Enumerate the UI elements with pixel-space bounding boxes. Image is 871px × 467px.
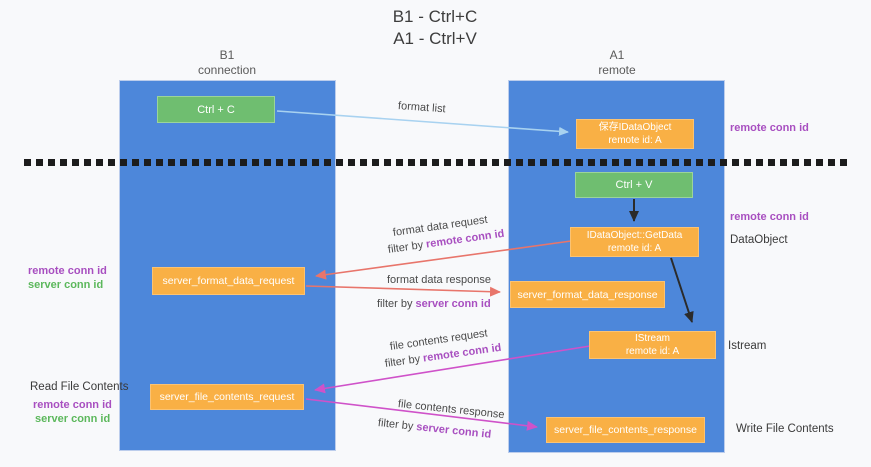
side-label-read-file-contents: Read File Contents — [30, 381, 129, 393]
side-label-dataobject: DataObject — [730, 234, 788, 246]
node-istream-line1: IStream — [634, 333, 670, 344]
node-getdata-line1: IDataObject::GetData — [586, 230, 683, 241]
node-file-request: server_file_contents_request — [150, 384, 304, 410]
column-b1-name: B1 — [219, 48, 235, 62]
side-label-left-server-conn-id-2: server conn id — [35, 413, 111, 425]
edge-label-format-data-response: format data response — [387, 274, 491, 286]
node-file-request-label: server_file_contents_request — [159, 391, 295, 403]
node-format-response: server_format_data_response — [510, 281, 665, 308]
edge-label-format-list: format list — [397, 100, 446, 116]
node-getdata-line2: remote id: A — [607, 243, 662, 254]
node-saved-idataobject: 保存IDataObject remote id: A — [576, 119, 694, 149]
node-saved-idataobject-line1: 保存IDataObject — [598, 122, 672, 133]
side-label-write-file-contents: Write File Contents — [736, 423, 834, 435]
filter-by-text: filter by — [377, 298, 416, 310]
column-a1-name: A1 — [609, 48, 625, 62]
node-istream: IStream remote id: A — [589, 331, 716, 359]
side-label-istream: Istream — [728, 340, 767, 352]
node-istream-line2: remote id: A — [625, 346, 680, 357]
node-ctrl-v: Ctrl + V — [575, 172, 693, 198]
edge-label-filter-server-1: filter by server conn id — [377, 298, 491, 310]
node-ctrl-v-label: Ctrl + V — [615, 179, 653, 191]
filter-by-text: filter by — [384, 352, 424, 370]
edge-label-file-contents-response: file contents response — [397, 398, 506, 422]
node-getdata: IDataObject::GetData remote id: A — [570, 227, 699, 257]
node-file-response: server_file_contents_response — [546, 417, 705, 443]
column-header-b1: B1 connection — [157, 48, 297, 78]
diagram-title: B1 - Ctrl+C A1 - Ctrl+V — [300, 6, 570, 50]
node-format-response-label: server_format_data_response — [517, 288, 658, 301]
title-line-2: A1 - Ctrl+V — [393, 29, 477, 48]
side-label-left-remote-conn-id-2: remote conn id — [33, 399, 112, 411]
node-file-response-label: server_file_contents_response — [553, 424, 697, 436]
node-ctrl-c-label: Ctrl + C — [197, 103, 235, 116]
column-a1-sub: remote — [598, 63, 636, 77]
side-label-left-remote-conn-id-1: remote conn id — [28, 265, 107, 277]
title-line-1: B1 - Ctrl+C — [392, 7, 478, 26]
server-conn-id-text: server conn id — [415, 421, 492, 441]
filter-by-text: filter by — [377, 417, 417, 433]
side-label-remote-conn-id-mid: remote conn id — [730, 211, 809, 223]
server-conn-id-text: server conn id — [415, 298, 491, 310]
node-saved-idataobject-line2: remote id: A — [608, 135, 662, 146]
side-label-left-server-conn-id-1: server conn id — [28, 279, 104, 291]
node-format-request-label: server_format_data_request — [162, 275, 295, 287]
filter-by-text: filter by — [387, 238, 427, 256]
column-header-a1: A1 remote — [547, 48, 687, 78]
node-ctrl-c: Ctrl + C — [157, 96, 275, 123]
edge-label-filter-server-2: filter by server conn id — [377, 417, 491, 441]
node-format-request: server_format_data_request — [152, 267, 305, 295]
column-b1-sub: connection — [197, 63, 257, 77]
clipboard-divider-line — [24, 159, 848, 166]
side-label-remote-conn-id-top: remote conn id — [730, 122, 809, 134]
